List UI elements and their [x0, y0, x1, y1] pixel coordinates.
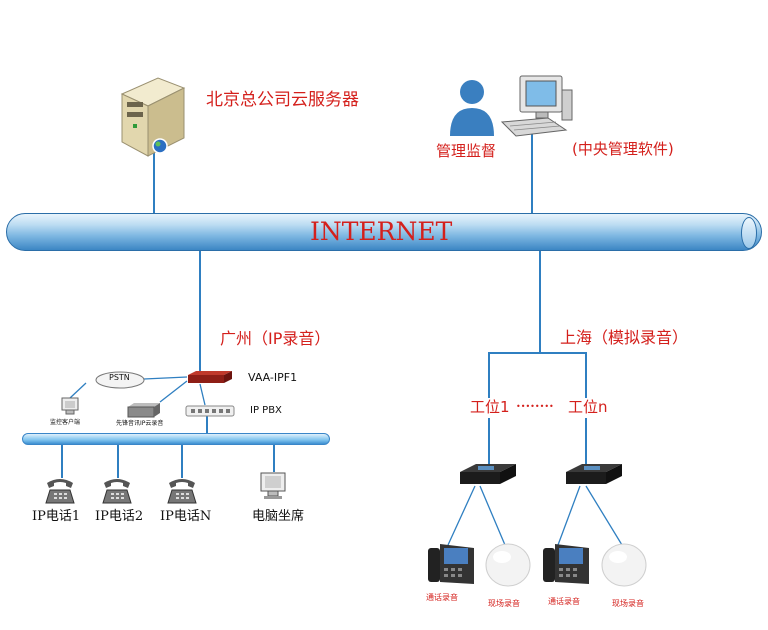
- call-record-label-2: 通话录音: [548, 597, 580, 606]
- pipe-end-cap: [741, 217, 757, 249]
- pbx-label: IP PBX: [250, 405, 282, 416]
- cloud-server-icon: [120, 77, 186, 157]
- lan-bus: [22, 433, 330, 445]
- cloud-server-label: 北京总公司云服务器: [206, 90, 359, 110]
- ip-phone-1-label: IP电话1: [32, 509, 81, 524]
- ip-phone-n-label: IP电话N: [160, 509, 212, 524]
- monitor-label: 管理监督: [436, 142, 497, 160]
- station-dots: ••••••••: [516, 402, 554, 411]
- pc-agent-icon: [260, 472, 286, 499]
- central-software-label: (中央管理软件): [572, 140, 674, 158]
- station-1-label: 工位1: [470, 398, 510, 416]
- shanghai-label: 上海（模拟录音）: [560, 328, 689, 347]
- desk-phone-2-icon: [543, 544, 589, 584]
- call-record-label-1: 通话录音: [426, 593, 458, 602]
- client-label: 监控客户端: [50, 419, 81, 426]
- ceiling-mic-1-icon: [485, 543, 531, 587]
- station-n-label: 工位n: [568, 398, 608, 416]
- computer-icon: [500, 75, 573, 137]
- gateway-label: VAA-IPF1: [248, 371, 298, 384]
- site-record-label-1: 现场录音: [488, 599, 520, 608]
- pc-agent-label: 电脑坐席: [252, 509, 305, 524]
- ip-phone-1-icon: [45, 479, 75, 504]
- ip-phone-n-icon: [167, 479, 197, 504]
- ip-recorder-icon: [127, 403, 160, 418]
- internet-label: INTERNET: [310, 217, 453, 246]
- site-record-label-2: 现场录音: [612, 599, 644, 608]
- pstn-label: PSTN: [109, 373, 130, 382]
- analog-recorder-n-icon: [566, 464, 622, 484]
- recorder-label: 先锋音讯IP云录音: [116, 420, 164, 427]
- pstn-cloud-icon: [95, 371, 145, 389]
- guangzhou-label: 广州（IP录音）: [220, 329, 331, 348]
- ip-phone-2-label: IP电话2: [95, 509, 144, 524]
- gateway-icon: [188, 371, 232, 383]
- ceiling-mic-2-icon: [601, 543, 647, 587]
- internet-pipe: [6, 213, 762, 251]
- monitor-client-icon: [61, 397, 79, 415]
- person-icon: [450, 80, 494, 136]
- ip-phone-2-icon: [102, 479, 132, 504]
- analog-recorder-1-icon: [460, 464, 516, 484]
- ip-pbx-icon: [185, 405, 235, 417]
- desk-phone-1-icon: [428, 544, 474, 584]
